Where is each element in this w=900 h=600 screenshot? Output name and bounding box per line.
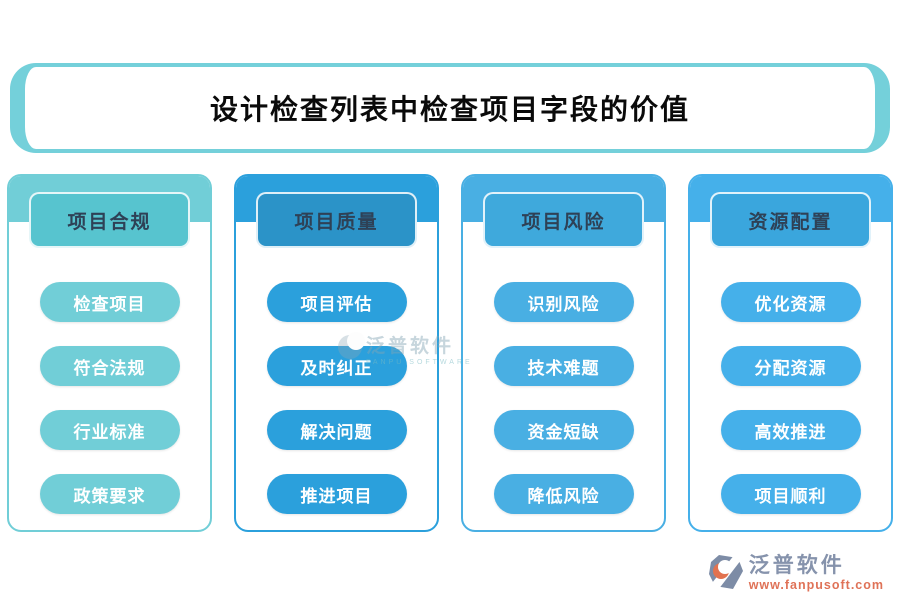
- value-pill: 资金短缺: [493, 410, 634, 450]
- value-pill: 降低风险: [493, 474, 634, 514]
- column-header: 资源配置: [710, 192, 871, 248]
- value-pill: 推进项目: [266, 474, 407, 514]
- value-pill: 分配资源: [720, 346, 861, 386]
- column-header: 项目风险: [483, 192, 644, 248]
- column-card-risk: 项目风险 识别风险 技术难题 资金短缺 降低风险: [461, 174, 666, 532]
- value-pill: 符合法规: [39, 346, 180, 386]
- column-card-quality: 项目质量 项目评估 及时纠正 解决问题 推进项目: [234, 174, 439, 532]
- value-pill: 解决问题: [266, 410, 407, 450]
- value-pill: 优化资源: [720, 282, 861, 322]
- value-pill: 及时纠正: [266, 346, 407, 386]
- footer-url: www.fanpusoft.com: [748, 578, 884, 592]
- title-banner: 设计检查列表中检查项目字段的价值: [10, 63, 890, 153]
- pill-list: 检查项目 符合法规 行业标准 政策要求: [9, 282, 210, 514]
- columns-row: 项目合规 检查项目 符合法规 行业标准 政策要求 项目质量 项目评估 及时纠正 …: [7, 174, 893, 532]
- column-header-label: 项目质量: [294, 211, 379, 233]
- pill-list: 优化资源 分配资源 高效推进 项目顺利: [690, 282, 891, 514]
- value-pill: 项目顺利: [720, 474, 861, 514]
- value-pill: 技术难题: [493, 346, 634, 386]
- column-header-label: 项目风险: [521, 211, 606, 233]
- fanpu-logo-icon: [708, 553, 743, 590]
- column-header: 项目质量: [256, 192, 417, 248]
- column-header-label: 资源配置: [748, 211, 833, 233]
- value-pill: 识别风险: [493, 282, 634, 322]
- page-title: 设计检查列表中检查项目字段的价值: [209, 94, 690, 125]
- column-header: 项目合规: [29, 192, 190, 248]
- column-card-compliance: 项目合规 检查项目 符合法规 行业标准 政策要求: [7, 174, 212, 532]
- value-pill: 项目评估: [266, 282, 407, 322]
- column-header-label: 项目合规: [67, 211, 152, 233]
- value-pill: 行业标准: [39, 410, 180, 450]
- value-pill: 检查项目: [39, 282, 180, 322]
- column-card-resources: 资源配置 优化资源 分配资源 高效推进 项目顺利: [688, 174, 893, 532]
- pill-list: 识别风险 技术难题 资金短缺 降低风险: [463, 282, 664, 514]
- pill-list: 项目评估 及时纠正 解决问题 推进项目: [236, 282, 437, 514]
- footer-brand-name: 泛普软件: [748, 553, 845, 577]
- brand-logo: 泛普软件 www.fanpusoft.com: [708, 553, 884, 592]
- value-pill: 高效推进: [720, 410, 861, 450]
- value-pill: 政策要求: [39, 474, 180, 514]
